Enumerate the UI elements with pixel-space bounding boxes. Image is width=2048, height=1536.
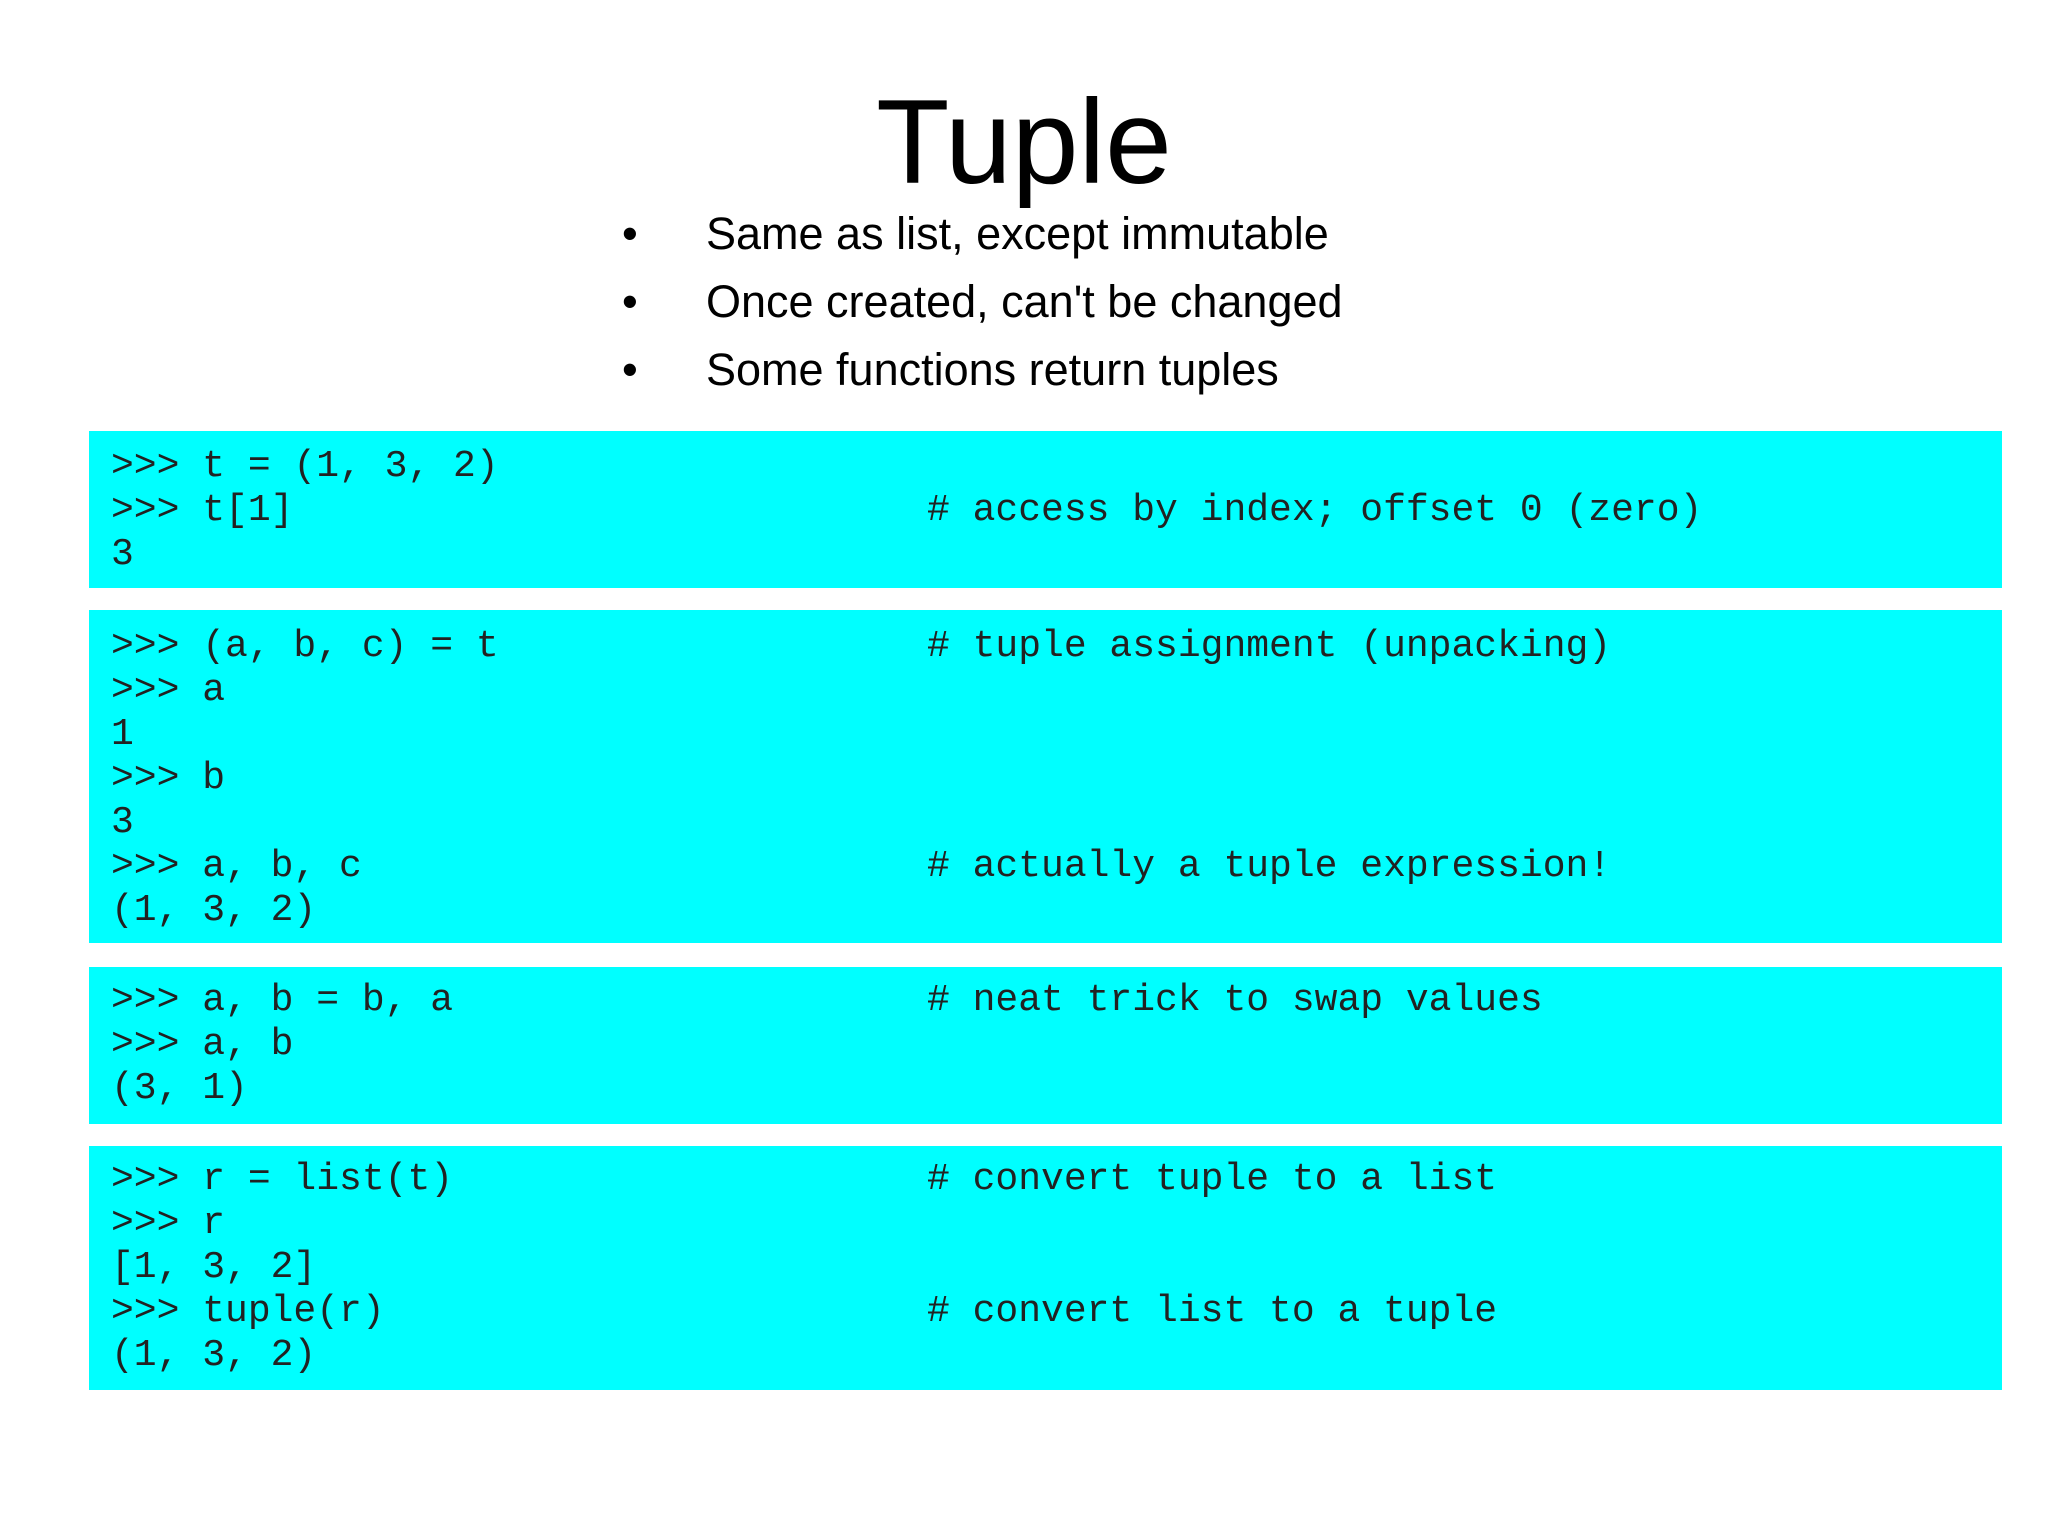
code-text: >>> b: [111, 757, 226, 800]
code-text: >>> a, b = b, a: [111, 979, 454, 1022]
code-line: >>> r: [89, 1202, 2002, 1246]
code-text: >>> r = list(t): [111, 1158, 454, 1201]
code-text: >>> t[1]: [111, 489, 294, 532]
code-comment: # neat trick to swap values: [927, 979, 1543, 1022]
code-line: (1, 3, 2): [89, 889, 2002, 933]
code-output: (1, 3, 2): [111, 889, 317, 932]
bullet-text: Once created, can't be changed: [706, 276, 1343, 327]
code-line: >>> a, b: [89, 1023, 2002, 1067]
code-text: >>> t = (1, 3, 2): [111, 445, 499, 488]
code-line: >>> (a, b, c) = t # tuple assignment (un…: [89, 625, 2002, 669]
code-line: >>> b: [89, 757, 2002, 801]
code-output: 3: [111, 801, 134, 844]
slide-title: Tuple: [876, 75, 1172, 209]
code-block-swap: >>> a, b = b, a # neat trick to swap val…: [89, 967, 2002, 1124]
bullet-icon: •: [622, 276, 638, 327]
code-line: (3, 1): [89, 1067, 2002, 1111]
code-block-unpacking: >>> (a, b, c) = t # tuple assignment (un…: [89, 610, 2002, 943]
code-line: 1: [89, 713, 2002, 757]
code-text: >>> (a, b, c) = t: [111, 625, 499, 668]
code-comment: # actually a tuple expression!: [927, 845, 1612, 888]
code-output: (3, 1): [111, 1067, 248, 1110]
code-line: [1, 3, 2]: [89, 1246, 2002, 1290]
code-text: >>> a, b, c: [111, 845, 362, 888]
code-output: [1, 3, 2]: [111, 1246, 317, 1289]
code-line: >>> r = list(t) # convert tuple to a lis…: [89, 1158, 2002, 1202]
code-output: (1, 3, 2): [111, 1334, 317, 1377]
code-line: >>> tuple(r) # convert list to a tuple: [89, 1290, 2002, 1334]
code-line: >>> a, b = b, a # neat trick to swap val…: [89, 979, 2002, 1023]
bullet-text: Some functions return tuples: [706, 344, 1279, 395]
bullet-icon: •: [622, 208, 638, 259]
bullet-icon: •: [622, 344, 638, 395]
code-text: >>> a, b: [111, 1023, 294, 1066]
code-comment: # convert tuple to a list: [927, 1158, 1498, 1201]
code-line: >>> t[1] # access by index; offset 0 (ze…: [89, 489, 2002, 533]
code-text: >>> tuple(r): [111, 1290, 385, 1333]
code-comment: # convert list to a tuple: [927, 1290, 1498, 1333]
code-comment: # access by index; offset 0 (zero): [927, 489, 1703, 532]
code-output: 1: [111, 713, 134, 756]
bullet-text: Same as list, except immutable: [706, 208, 1329, 259]
code-comment: # tuple assignment (unpacking): [927, 625, 1612, 668]
code-line: 3: [89, 533, 2002, 577]
code-line: >>> t = (1, 3, 2): [89, 445, 2002, 489]
code-line: 3: [89, 801, 2002, 845]
code-line: (1, 3, 2): [89, 1334, 2002, 1378]
code-block-index-access: >>> t = (1, 3, 2) >>> t[1] # access by i…: [89, 431, 2002, 588]
code-line: >>> a: [89, 669, 2002, 713]
code-text: >>> a: [111, 669, 226, 712]
code-line: >>> a, b, c # actually a tuple expressio…: [89, 845, 2002, 889]
code-block-conversion: >>> r = list(t) # convert tuple to a lis…: [89, 1146, 2002, 1390]
code-text: >>> r: [111, 1202, 226, 1245]
code-output: 3: [111, 533, 134, 576]
